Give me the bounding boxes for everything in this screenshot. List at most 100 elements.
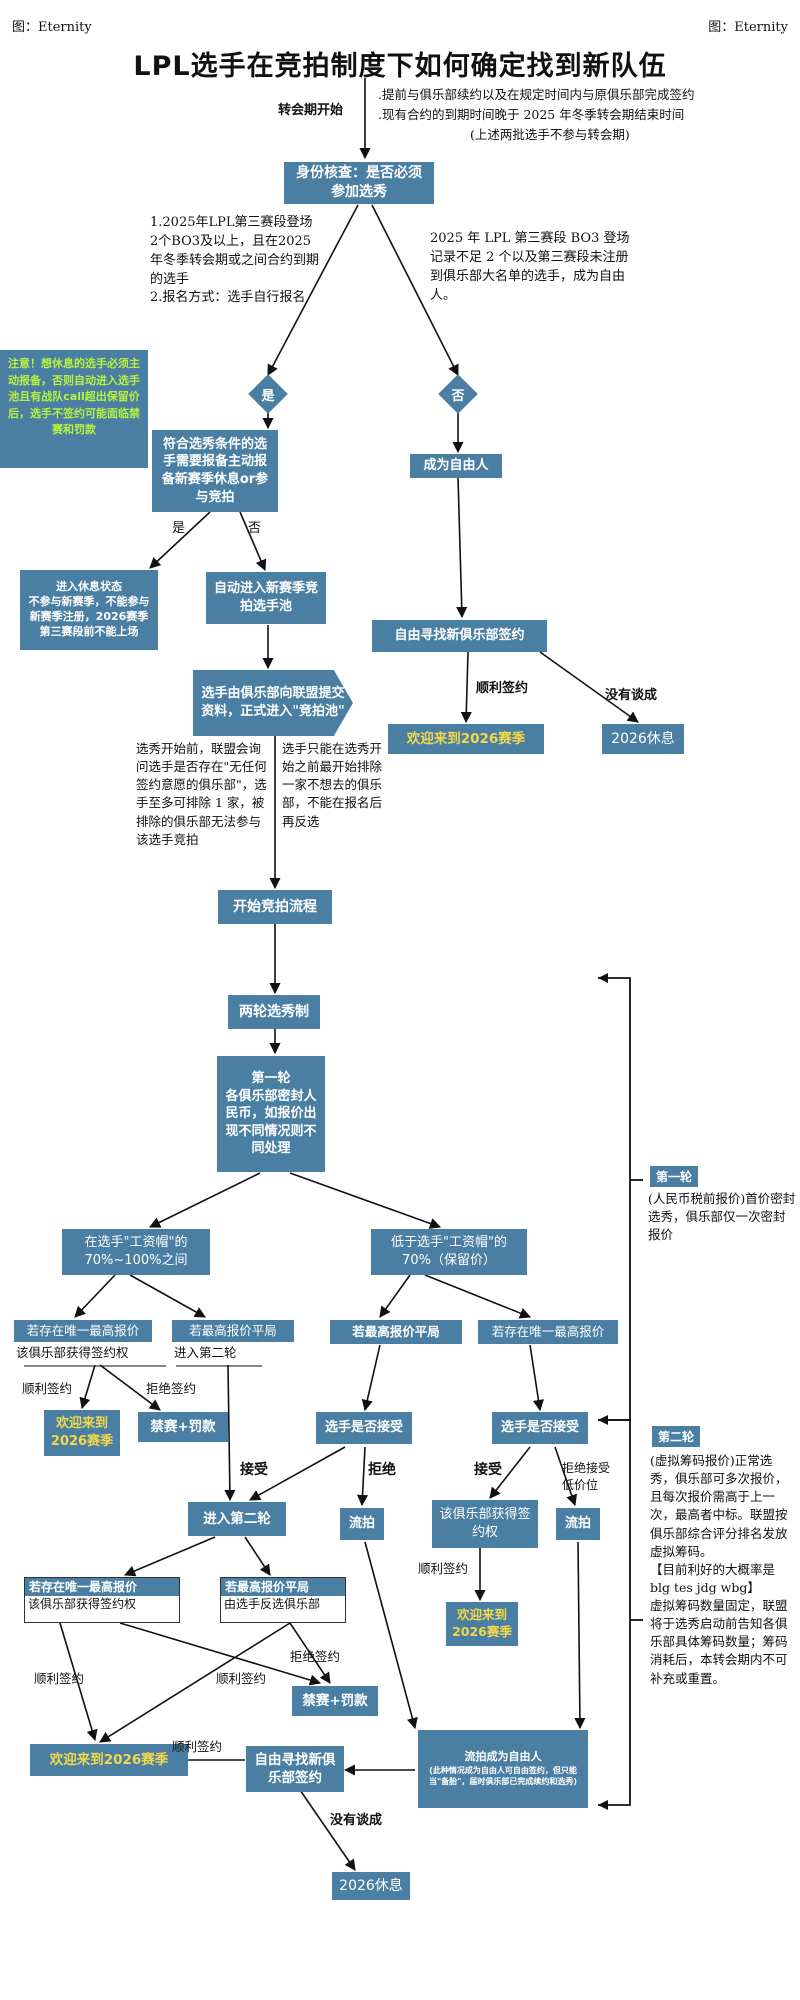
free-agent-box: 成为自由人 [410,454,502,478]
identity-check-box: 身份核查：是否必须参加选秀 [284,162,434,204]
free-no-deal: 没有谈成 [605,688,658,703]
transfer-start-label: 转会期开始 [278,103,344,118]
credit-right: 图：Eternity [708,20,788,35]
arrow-unique-to-ban [99,1364,161,1411]
arrow-unique-to-welcome [79,1364,96,1410]
auto-pool-box: 自动进入新赛季竞拍选手池 [206,572,326,624]
side-round2-text: (虚拟筹码报价)正常选秀，俱乐部可多次报价，且每次报价需高于上一次，最高者中标。… [650,1453,788,1686]
welcome-a-box: 欢迎来到2026赛季 [44,1410,120,1456]
free-sign-ok: 顺利签约 [476,681,529,696]
sign-ok-d: 顺利签约 [216,1671,267,1686]
arrow-round1-to-low [289,1172,442,1229]
eligible-box: 符合选秀条件的选手需要报备主动报备新赛季休息or参与竞拍 [152,430,278,512]
arrow-low-to-tie [379,1274,411,1318]
arrow-round1-to-high [148,1172,261,1228]
exclude-right-text: 选手只能在选秀开始之前最开始排除一家不想去的俱乐部，不能在报名后再反选 [282,741,383,829]
credit-left: 图：Eternity [12,20,92,35]
warning-note: 注意！想休息的选手必须主动报备，否则自动进入选手池且有战队call超出保留价后，… [0,350,148,468]
page-title: LPL选手在竞拍制度下如何确定找到新队伍 [133,51,667,82]
accept-label: 接受 [240,1462,268,1478]
arrow-check-to-no [371,204,459,376]
yes-diamond: 是 [248,374,288,414]
arrow-reject-to-unsold-b [554,1446,578,1507]
side-round1-title: 第一轮 [650,1166,699,1187]
unsold-b-box: 流拍 [556,1508,600,1540]
exclusion-2: .现有合约的到期时间晚于 2025 年冬季转会期结束时间 [378,107,685,122]
arrow-eligible-to-rest [149,511,211,569]
arrow-eligible-to-auto [239,511,267,572]
unique-top-sub: 该俱乐部获得签约权 [16,1345,129,1360]
reject-low-label: 拒绝接受低价位 [562,1461,611,1493]
unique-top-low-box: 若存在唯一最高报价 [478,1320,618,1344]
arrow-reject-to-unsold [356,1446,369,1507]
tie-top-box: 若最高报价平局 [172,1320,294,1342]
free-find-b-box: 自由寻找新俱乐部签约 [246,1746,344,1792]
bracket-round2 [598,1419,631,1806]
arrow-r2tie-to-welcome [99,1622,291,1743]
sign-ok-a: 顺利签约 [22,1381,73,1396]
no-diamond: 否 [438,374,478,414]
arrow-high-to-unique [74,1274,116,1318]
unsold-free-box: 流拍成为自由人 (此种情况成为自由人可自由签约，但只能当"备胎"，届时俱乐部已完… [418,1730,588,1808]
submit-box: 选手由俱乐部向联盟提交资料，正式进入"竞拍池" [193,670,353,736]
rest-b-box: 2026休息 [332,1872,410,1900]
side-round2-title: 第二轮 [652,1426,701,1447]
condition-yes-text: 1.2025年LPL第三赛段登场2个BO3及以上，且在2025年冬季转会期或之间… [150,215,320,306]
rest-box: 进入休息状态 不参与新赛季，不能参与新赛季注册，2026赛季第三赛段前不能上场 [20,570,158,650]
arrow-tie-low-to-accept [361,1344,381,1412]
club-gets-right-box: 该俱乐部获得签约权 [432,1500,538,1548]
arrow-accept-to-round2 [249,1446,346,1501]
arrow-low-to-unique [424,1274,532,1319]
arrow-find-to-rest [539,651,639,723]
arrow-r2unique-to-ban [119,1622,322,1686]
unsold-free-title: 流拍成为自由人 [464,1750,542,1764]
free-welcome-box: 欢迎来到2026赛季 [388,724,544,754]
tie-top-low-box: 若最高报价平局 [330,1320,462,1344]
exclusion-1: .提前与俱乐部续约以及在规定时间内与原俱乐部完成签约 [378,87,695,102]
r2-tie-sub: 由选手反选俱乐部 [224,1597,321,1612]
round1-box: 第一轮 各俱乐部密封人民币，如报价出现不同情况则不同处理 [217,1056,325,1172]
sign-ok-c: 顺利签约 [34,1671,85,1686]
arrow-find-b-to-rest [299,1789,356,1871]
arrow-round2-to-tie [244,1536,271,1576]
refuse-sign-a: 拒绝签约 [146,1381,197,1396]
unsold-free-sub: (此种情况成为自由人可自由签约，但只能当"备胎"，届时俱乐部已完成续约和选秀) [429,1766,577,1787]
arrow-unique-low-to-accept [529,1344,545,1412]
two-rounds-box: 两轮选秀制 [228,995,320,1029]
arrow-check-to-yes [267,204,359,376]
arrow-high-to-tie [129,1274,206,1318]
eligible-no-label: 否 [248,521,262,536]
arrow-r2tie-to-ban [289,1622,331,1684]
unsold-a-box: 流拍 [340,1508,384,1540]
r2-unique-sub: 该俱乐部获得签约权 [28,1597,137,1612]
free-rest-box: 2026休息 [602,724,684,754]
ban-fine-b-box: 禁赛+罚款 [292,1686,378,1716]
unique-top-box: 若存在唯一最高报价 [14,1320,152,1342]
enter-round2-box: 进入第二轮 [188,1502,286,1536]
r2-unique-header: 若存在唯一最高报价 [25,1578,179,1597]
arrow-tie-to-round2 [224,1364,236,1502]
exclusion-3: (上述两批选手不参与转会期) [470,127,630,142]
arrow-find-to-welcome [460,651,472,724]
arrow-unsold-to-free [364,1541,418,1730]
arrow-round2-to-unique [123,1536,216,1577]
condition-no-text: 2025 年 LPL 第三赛段 BO3 登场记录不足 2 个以及第三赛段未注册到… [430,231,630,303]
r2-unique-box: 若存在唯一最高报价 该俱乐部获得签约权 [24,1577,180,1623]
reject-label: 拒绝 [368,1462,396,1478]
range-high-box: 在选手"工资帽"的70%~100%之间 [62,1229,210,1275]
tie-top-sub: 进入第二轮 [174,1345,237,1360]
start-auction-box: 开始竞拍流程 [218,890,332,924]
range-low-box: 低于选手"工资帽"的70%（保留价） [371,1229,527,1275]
welcome-b-box: 欢迎来到2026赛季 [446,1602,518,1646]
accept-b-label: 接受 [474,1462,502,1478]
arrow-unsold-b-to-free [574,1541,586,1730]
arrow-free-to-find [456,476,468,619]
welcome-c-box: 欢迎来到2026赛季 [30,1744,188,1776]
arrow-accept-to-club [489,1446,531,1499]
bracket-round1 [598,977,631,1421]
exclude-left-text: 选秀开始前，联盟会询问选手是否存在"无任何签约意愿的俱乐部"，选手至多可排除 1… [136,741,267,847]
sign-ok-e: 顺利签约 [172,1739,223,1754]
sign-ok-b: 顺利签约 [418,1561,469,1576]
refuse-sign-b: 拒绝签约 [290,1649,341,1664]
